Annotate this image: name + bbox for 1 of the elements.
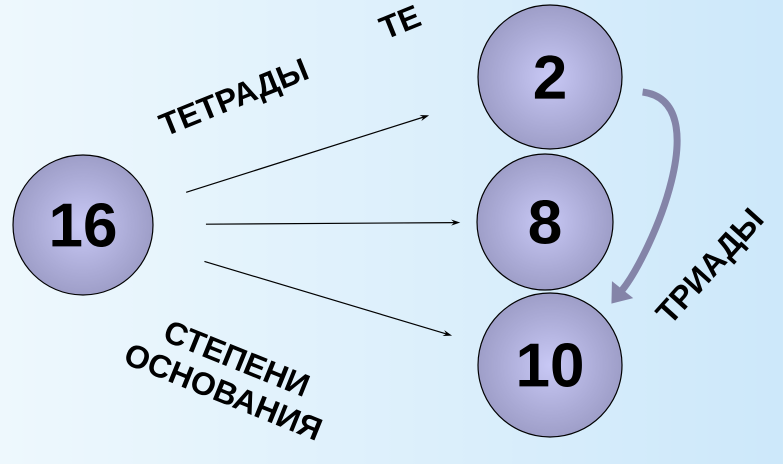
text-fragment: ТЕ	[377, 4, 422, 38]
